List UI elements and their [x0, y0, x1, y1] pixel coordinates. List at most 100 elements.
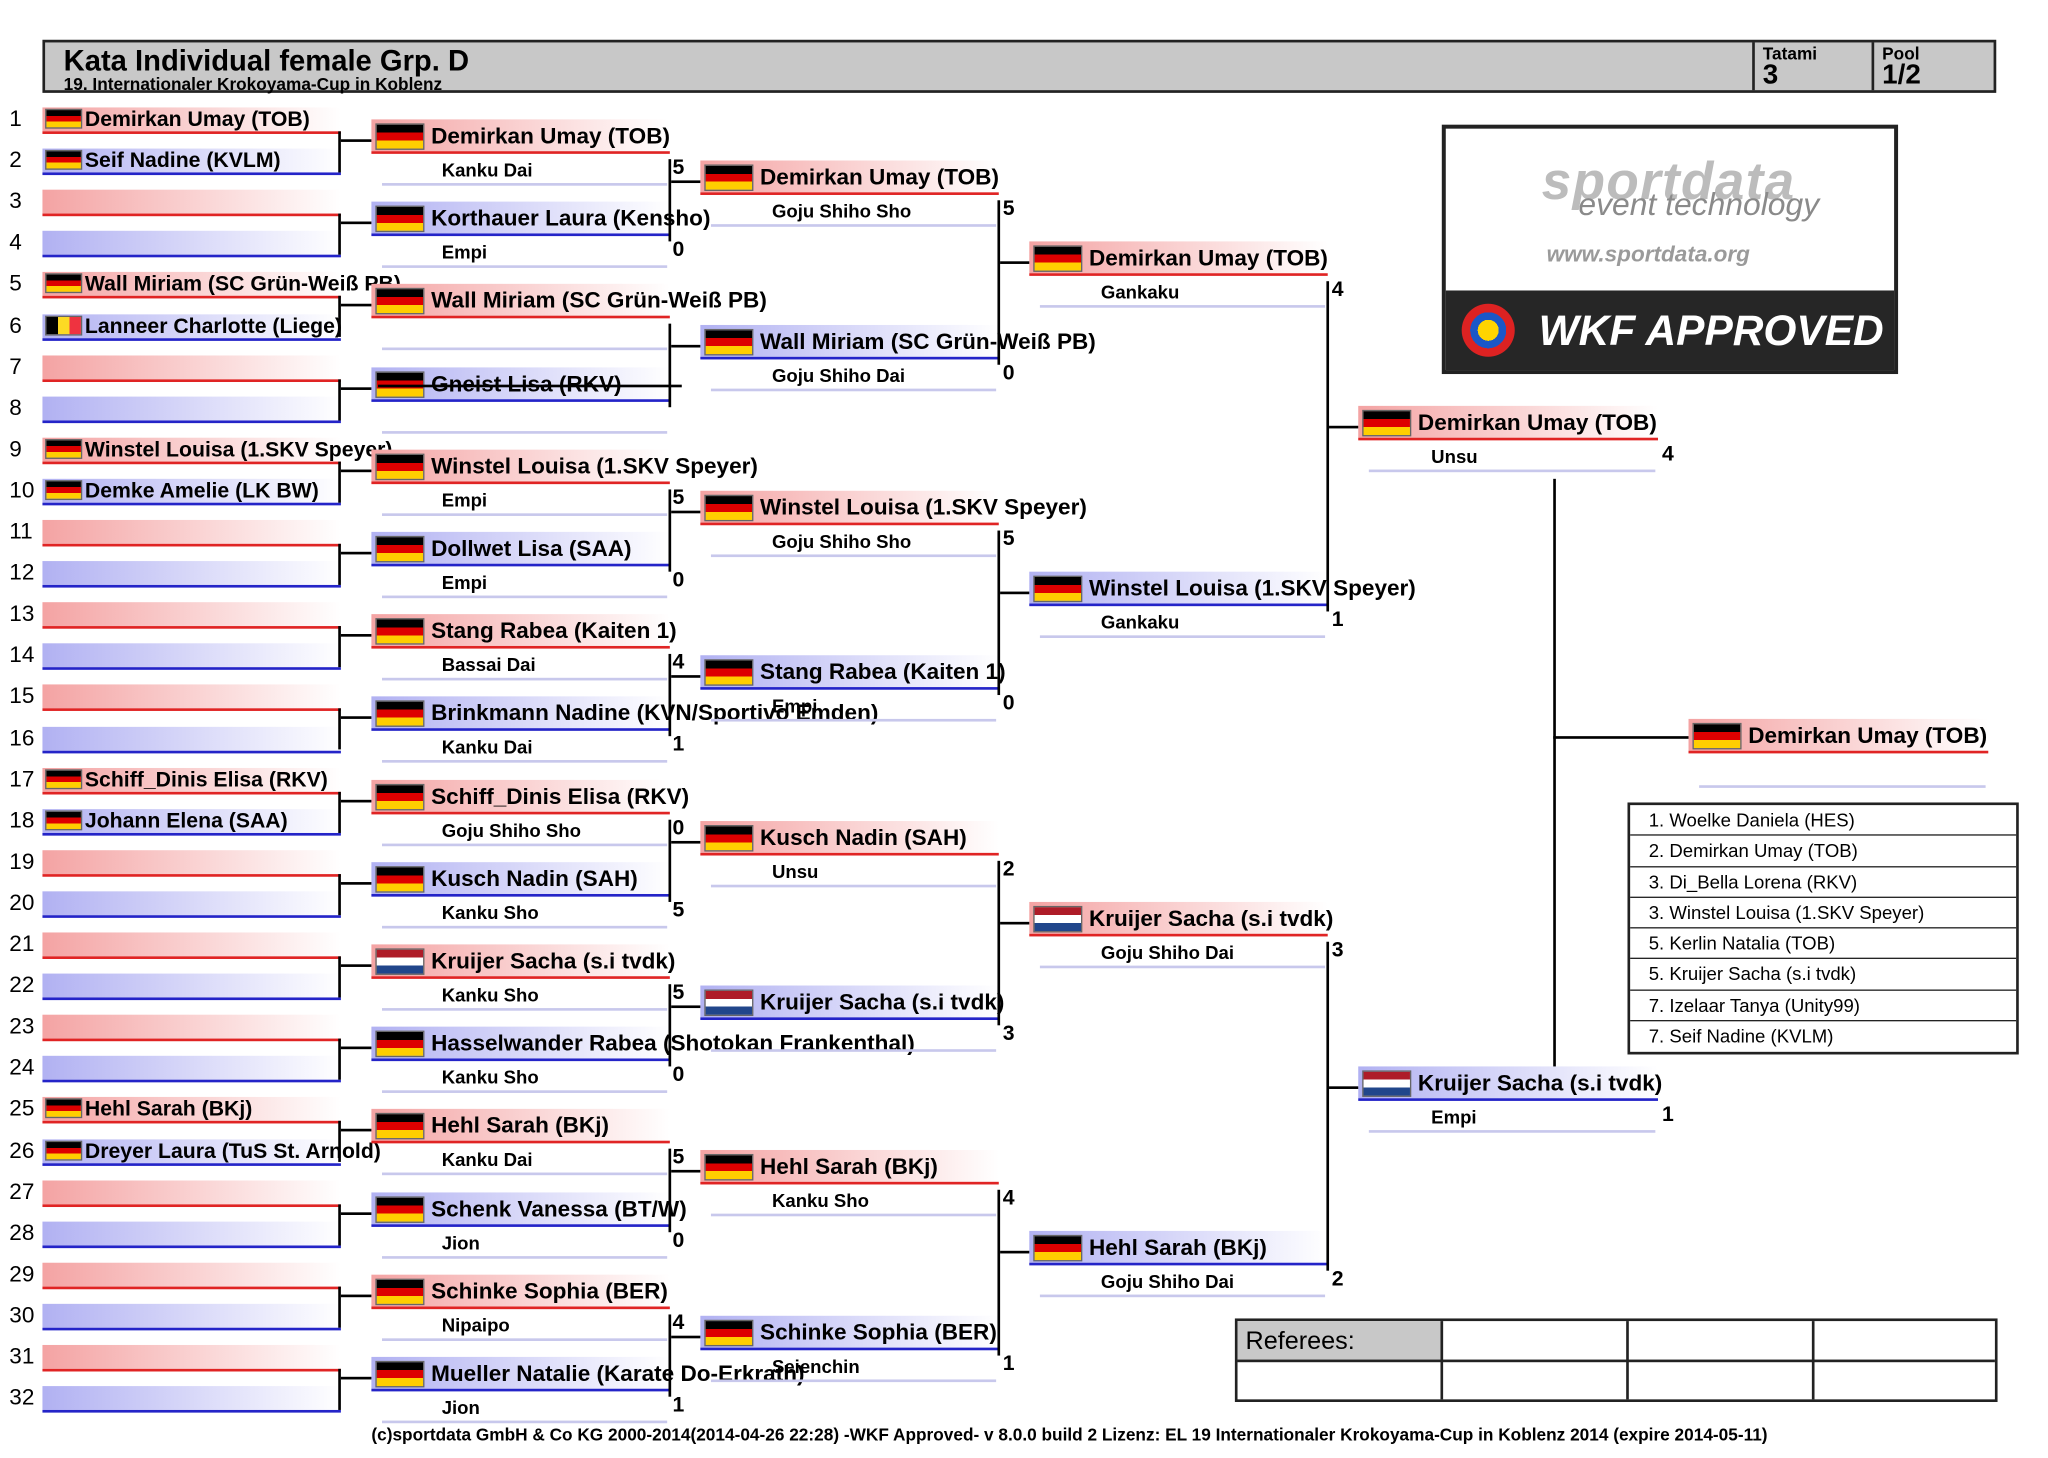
kata-name: Empi [771, 695, 818, 717]
score: 4 [672, 651, 685, 675]
ranking-row: 7. Seif Nadine (KVLM) [1648, 1025, 1834, 1047]
pair-join [668, 1314, 672, 1397]
score: 1 [1002, 1352, 1015, 1376]
score: 5 [672, 981, 685, 1005]
pair-join [338, 956, 341, 998]
kata-underline [382, 1090, 668, 1094]
competitor-name: Schiff_Dinis Elisa (RKV) [431, 783, 690, 809]
slot-17: Schiff_Dinis Elisa (RKV) [42, 767, 341, 794]
score: 4 [1331, 278, 1344, 302]
connector-tick [671, 510, 701, 514]
connector-tick [340, 551, 372, 555]
pair-join [1326, 941, 1330, 1272]
tatami-value: 3 [1762, 59, 1779, 91]
slot-number: 6 [9, 312, 22, 338]
competitor-name: Johann Elena (SAA) [84, 810, 288, 833]
flag-de-icon [375, 783, 425, 810]
competitor-name: Wall Miriam (SC Grün-Weiß PB) [431, 288, 767, 314]
flag-de-icon [704, 1154, 754, 1182]
slot-7 [42, 354, 341, 382]
referees-label: Referees: [1237, 1321, 1444, 1360]
slot-22 [42, 973, 341, 1001]
competitor-name: Kruijer Sacha (s.i tvdk) [760, 989, 1005, 1015]
round5-entry-2: Kruijer Sacha (s.i tvdk) [1358, 1065, 1662, 1101]
kata-underline [382, 678, 668, 681]
kata-underline [1368, 469, 1656, 473]
pair-join [997, 200, 1001, 366]
flag-de-icon [375, 618, 425, 645]
flag-de-icon [704, 824, 754, 852]
competitor-name: Kruijer Sacha (s.i tvdk) [1417, 1069, 1663, 1096]
round3-entry-8: Schinke Sophia (BER) [700, 1315, 999, 1351]
slot-30 [42, 1303, 341, 1331]
flag-de-icon [375, 1195, 425, 1223]
connector-tick [340, 304, 372, 307]
score: 4 [1002, 1187, 1015, 1211]
score: 0 [672, 816, 685, 840]
pair-join [338, 626, 341, 668]
kata-name: Kanku Sho [441, 984, 539, 1006]
slot-1: Demirkan Umay (TOB) [42, 107, 341, 134]
slot-2: Seif Nadine (KVLM) [42, 148, 341, 176]
ranking-row: 2. Demirkan Umay (TOB) [1630, 836, 2017, 867]
kata-underline [382, 183, 668, 186]
score: 5 [672, 899, 685, 922]
ranking-list: 1. Woelke Daniela (HES)2. Demirkan Umay … [1627, 802, 2019, 1055]
kata-name: Kanku Dai [441, 1149, 533, 1171]
kata-name: Empi [1431, 1105, 1477, 1127]
connector-tick [340, 1046, 372, 1050]
kata-underline [382, 595, 668, 599]
connector-tick [671, 840, 701, 844]
connector-tick [1329, 1085, 1359, 1089]
slot-6: Lanneer Charlotte (Liege) [42, 313, 342, 341]
kata-name: Goju Shiho Dai [1100, 941, 1235, 963]
competitor-name: Schiff_Dinis Elisa (RKV) [84, 768, 328, 792]
competitor-name: Stang Rabea (Kaiten 1) [431, 618, 677, 644]
slot-number: 11 [9, 518, 33, 544]
flag-de-icon [45, 273, 83, 294]
competitor-name: Stang Rabea (Kaiten 1) [760, 659, 1006, 685]
kata-underline [710, 554, 997, 557]
pair-join [668, 1149, 672, 1232]
slot-3 [42, 189, 341, 217]
round2-entry-5: Winstel Louisa (1.SKV Speyer) [371, 449, 758, 484]
competitor-name: Mueller Natalie (Karate Do-Erkrath) [431, 1360, 805, 1387]
competitor-name: Winstel Louisa (1.SKV Speyer) [760, 494, 1087, 520]
competitor-name: Winstel Louisa (1.SKV Speyer) [1088, 575, 1416, 601]
flag-de-icon [45, 810, 83, 830]
score: 4 [1661, 443, 1674, 466]
ranking-row: 3. Winstel Louisa (1.SKV Speyer) [1630, 898, 2017, 929]
pair-join [338, 1286, 341, 1328]
flag-de-icon [704, 329, 754, 356]
connector-tick [671, 1005, 701, 1009]
score: 3 [1331, 938, 1344, 962]
round2-entry-4: Gneist Lisa (RKV) [371, 366, 670, 402]
footer-copyright: (c)sportdata GmbH & Co KG 2000-2014(2014… [371, 1424, 1768, 1445]
slot-14 [42, 643, 341, 671]
slot-number: 25 [9, 1096, 35, 1122]
kata-name: Kanku Sho [441, 1066, 539, 1088]
kata-underline [710, 719, 997, 722]
round2-entry-15: Schinke Sophia (BER) [371, 1274, 670, 1309]
kata-underline [710, 1379, 997, 1382]
pair-join [338, 1121, 341, 1163]
connector-tick [671, 180, 701, 184]
kata-name: Goju Shiho Sho [771, 530, 912, 552]
flag-de-icon [375, 205, 425, 233]
slot-4 [42, 231, 341, 258]
flag-de-icon [375, 123, 425, 150]
kata-underline [382, 925, 668, 929]
score: 3 [1002, 1022, 1015, 1046]
slot-number: 16 [9, 724, 35, 751]
kata-underline [382, 1008, 668, 1011]
kata-underline [382, 1420, 668, 1424]
score: 5 [1002, 197, 1015, 221]
competitor-name: Dollwet Lisa (SAA) [431, 535, 632, 562]
flag-de-icon [1033, 1235, 1083, 1262]
brand-text: sportdata [1541, 152, 1796, 211]
slot-number: 9 [9, 436, 22, 462]
slot-15 [42, 684, 341, 712]
slot-number: 24 [9, 1054, 35, 1081]
pair-join [668, 324, 672, 407]
flag-de-icon [45, 438, 83, 459]
